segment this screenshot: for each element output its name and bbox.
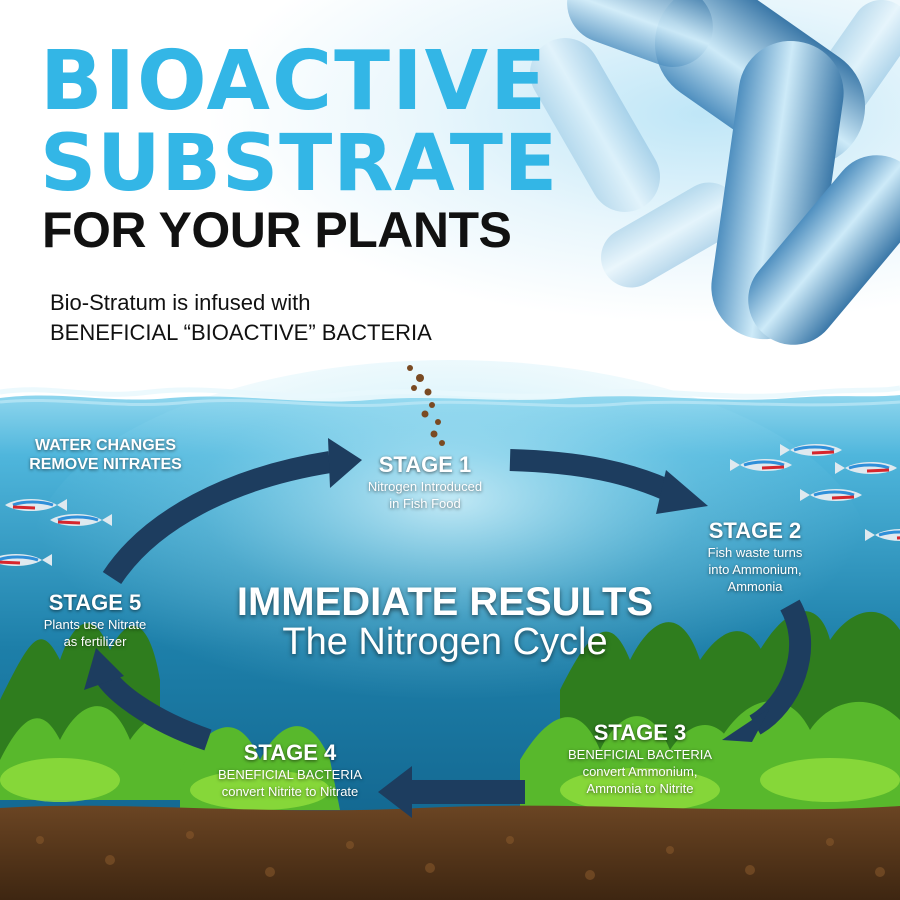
stage-5-title: STAGE 5	[48, 590, 142, 615]
stage-1-line2: in Fish Food	[389, 496, 461, 511]
title-line2: SUBSTRATE	[40, 119, 559, 209]
arrow-stage5-to-stage1	[102, 438, 362, 585]
stage-3-title: STAGE 3	[593, 720, 687, 745]
subtitle: Bio-Stratum is infused with BENEFICIAL “…	[50, 288, 432, 348]
stage-2-line1: Fish waste turns	[707, 545, 803, 560]
stage-2-line3: Ammonia	[727, 579, 783, 594]
title-line1: BIOACTIVE	[40, 34, 549, 129]
stage-1: STAGE 1 Nitrogen Introduced in Fish Food	[335, 452, 515, 512]
stage-3-line3: Ammonia to Nitrite	[586, 781, 694, 796]
stage-4-title: STAGE 4	[243, 740, 337, 765]
arrow-stage2-to-stage3	[722, 599, 812, 742]
water-changes-note: WATER CHANGES REMOVE NITRATES	[29, 437, 182, 473]
stage-2-line2: into Ammonium,	[708, 562, 802, 577]
title-line3: FOR YOUR PLANTS	[42, 202, 512, 258]
arrow-stage3-to-stage4	[378, 766, 525, 818]
arrow-stage4-to-stage5	[84, 648, 212, 751]
stage-3: STAGE 3 BENEFICIAL BACTERIA convert Ammo…	[555, 720, 725, 797]
stage-2-title: STAGE 2	[708, 518, 802, 543]
stage-3-line1: BENEFICIAL BACTERIA	[568, 747, 712, 762]
stage-4-line2: convert Nitrite to Nitrate	[221, 784, 359, 799]
stage-5-line2: as fertilizer	[63, 634, 127, 649]
stage-1-title: STAGE 1	[378, 452, 472, 477]
stage-5-line1: Plants use Nitrate	[43, 617, 147, 632]
cycle-subheading: The Nitrogen Cycle	[282, 621, 608, 663]
bacteria-illustration	[0, 0, 900, 380]
stage-2: STAGE 2 Fish waste turns into Ammonium, …	[680, 518, 830, 595]
cycle-heading: IMMEDIATE RESULTS	[236, 580, 654, 624]
fish-group-right	[730, 444, 900, 541]
stage-5: STAGE 5 Plants use Nitrate as fertilizer	[20, 590, 170, 650]
subtitle-line2: BENEFICIAL “BIOACTIVE” BACTERIA	[50, 320, 432, 345]
subtitle-line1: Bio-Stratum is infused with	[50, 290, 311, 315]
stage-1-line1: Nitrogen Introduced	[367, 479, 483, 494]
stage-4: STAGE 4 BENEFICIAL BACTERIA convert Nitr…	[195, 740, 385, 800]
stage-3-line2: convert Ammonium,	[582, 764, 698, 779]
fish-group-left	[0, 499, 112, 566]
arrow-stage1-to-stage2	[509, 449, 708, 514]
stage-4-line1: BENEFICIAL BACTERIA	[218, 767, 362, 782]
